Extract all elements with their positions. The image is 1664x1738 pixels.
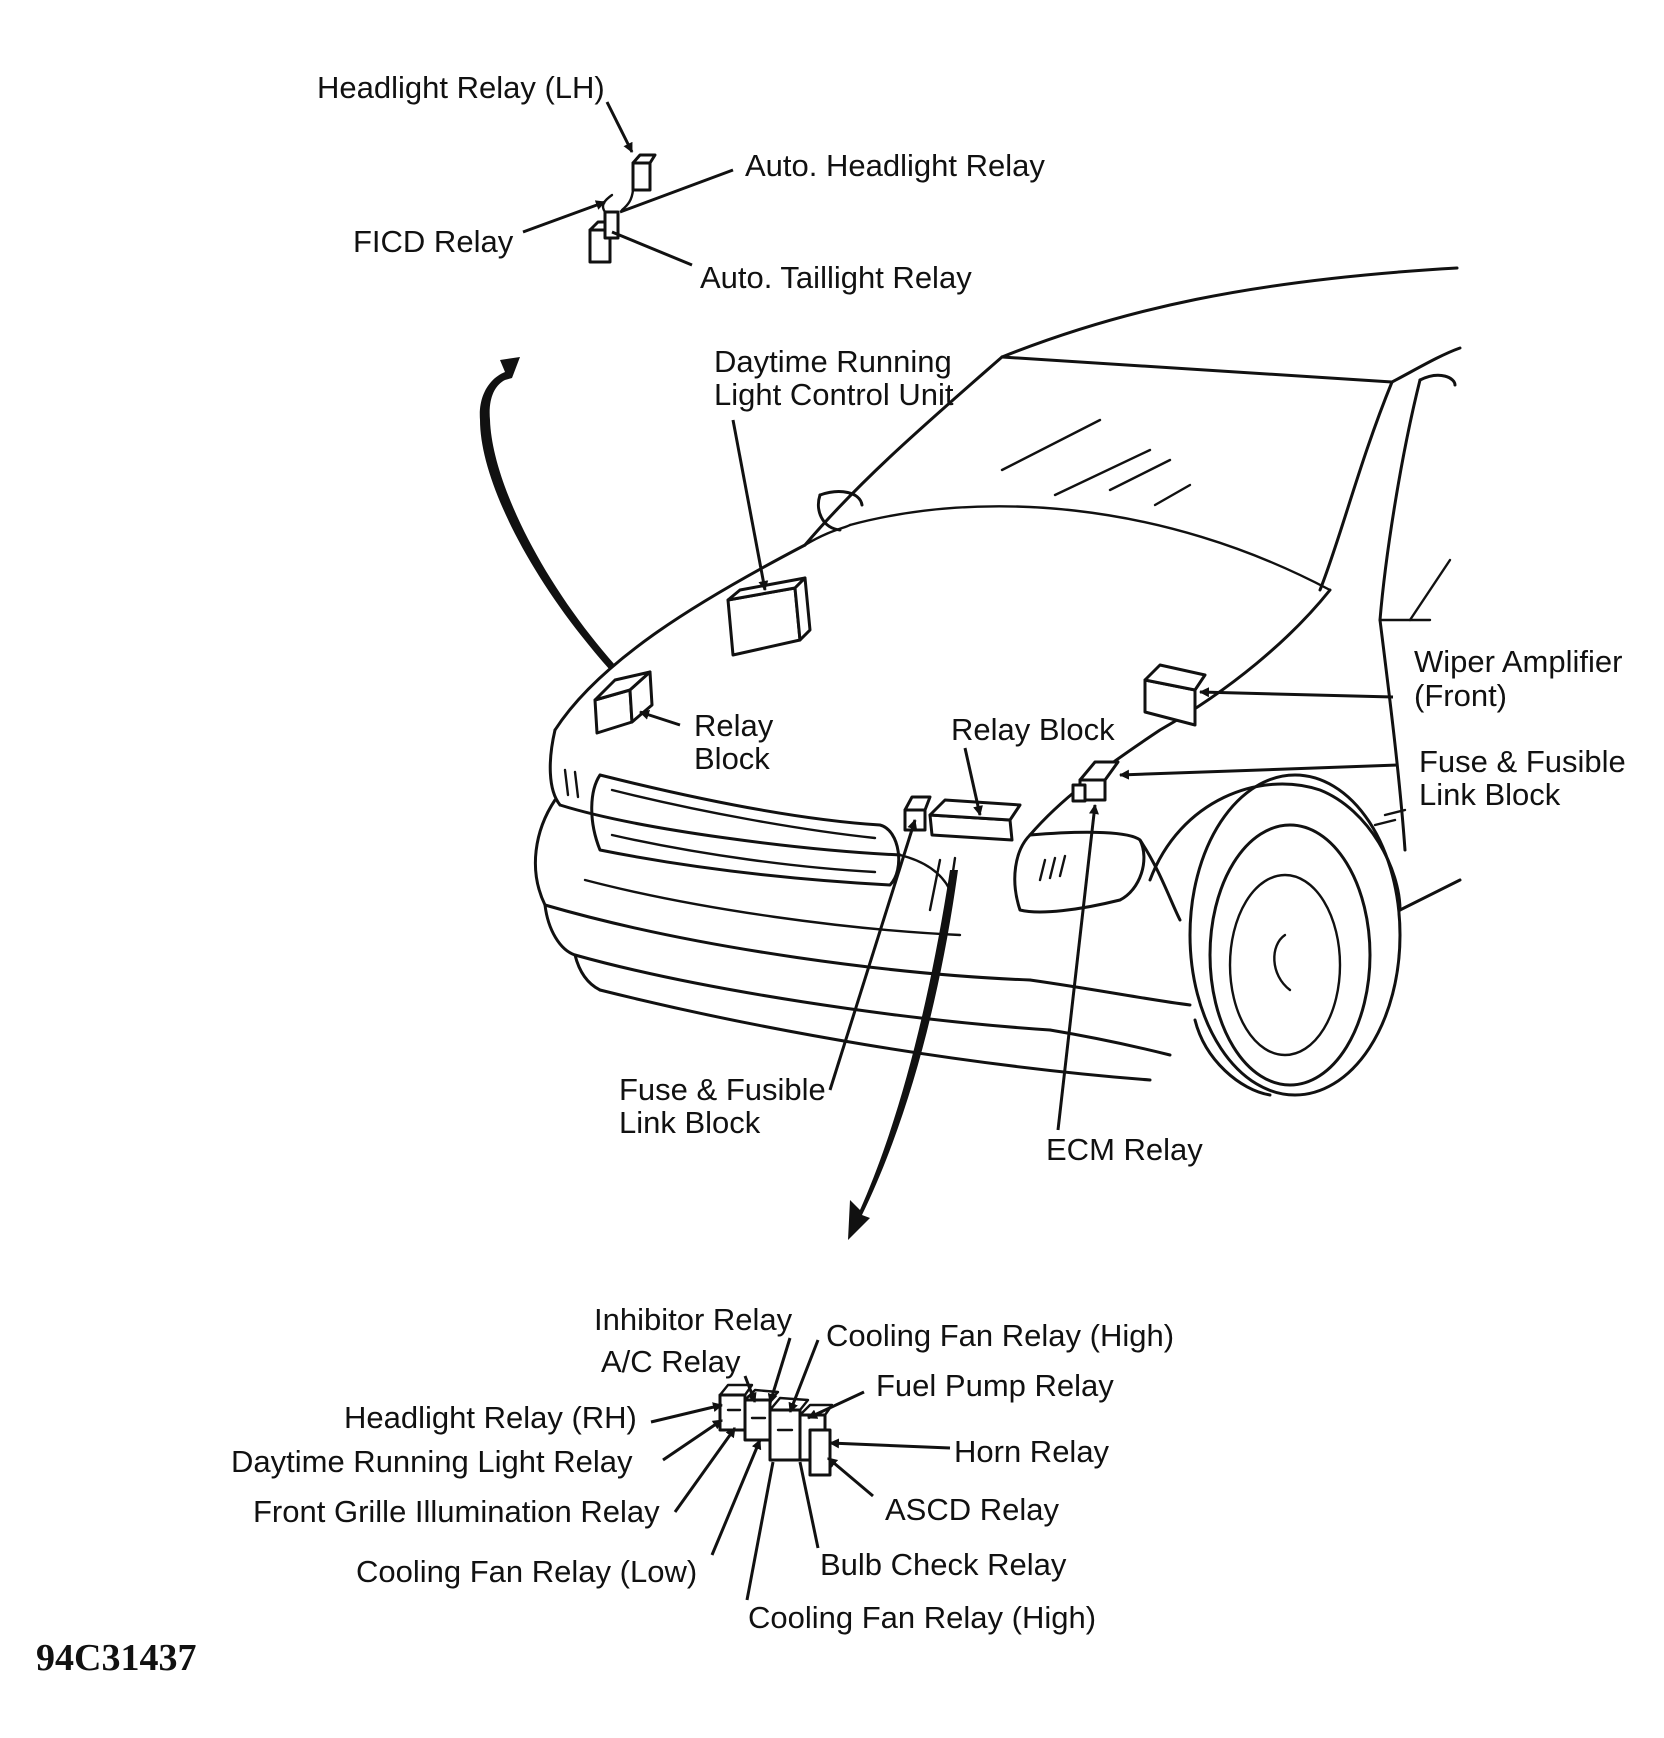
curved-arrow-up [479, 357, 615, 670]
bottom-relay-cluster [718, 1383, 834, 1477]
label-headlight-relay-lh: Headlight Relay (LH) [317, 70, 605, 105]
vehicle-outline [533, 266, 1462, 1097]
label-ecm-relay: ECM Relay [1046, 1132, 1203, 1167]
curved-arrow-down [848, 870, 958, 1240]
label-cooling-fan-high-bottom: Cooling Fan Relay (High) [748, 1600, 1096, 1635]
label-cooling-fan-high-top: Cooling Fan Relay (High) [826, 1318, 1174, 1353]
label-cooling-fan-low: Cooling Fan Relay (Low) [356, 1554, 697, 1589]
label-fuse-block-left-1: Fuse & Fusible [619, 1072, 826, 1107]
label-drl-control-unit-1: Daytime Running [714, 344, 952, 379]
label-bulb-check-relay: Bulb Check Relay [820, 1547, 1067, 1582]
label-auto-taillight-relay: Auto. Taillight Relay [700, 260, 972, 295]
label-fuse-block-right-2: Link Block [1419, 777, 1561, 812]
component-boxes [593, 576, 1207, 842]
ecm-relay-box [1071, 783, 1087, 803]
label-relay-block-center: Relay Block [951, 712, 1115, 747]
label-drl-control-unit-2: Light Control Unit [714, 377, 954, 412]
label-ficd-relay: FICD Relay [353, 224, 514, 259]
label-drl-relay: Daytime Running Light Relay [231, 1444, 633, 1479]
leader-lines [522, 101, 1399, 1601]
figure-id: 94C31437 [36, 1637, 196, 1679]
label-fuse-block-left-2: Link Block [619, 1105, 761, 1140]
label-ascd-relay: ASCD Relay [885, 1492, 1059, 1527]
top-relay-cluster [588, 153, 657, 264]
label-horn-relay: Horn Relay [954, 1434, 1110, 1469]
label-wiper-amplifier-1: Wiper Amplifier [1414, 644, 1622, 679]
label-auto-headlight-relay: Auto. Headlight Relay [745, 148, 1045, 183]
label-wiper-amplifier-2: (Front) [1414, 678, 1507, 713]
label-ac-relay: A/C Relay [601, 1344, 741, 1379]
label-fuel-pump-relay: Fuel Pump Relay [876, 1368, 1114, 1403]
label-relay-block-left-1: Relay [694, 708, 774, 743]
label-headlight-relay-rh: Headlight Relay (RH) [344, 1400, 637, 1435]
label-front-grille-relay: Front Grille Illumination Relay [253, 1494, 660, 1529]
label-fuse-block-right-1: Fuse & Fusible [1419, 744, 1626, 779]
label-inhibitor-relay: Inhibitor Relay [594, 1302, 793, 1337]
label-relay-block-left-2: Block [694, 741, 770, 776]
